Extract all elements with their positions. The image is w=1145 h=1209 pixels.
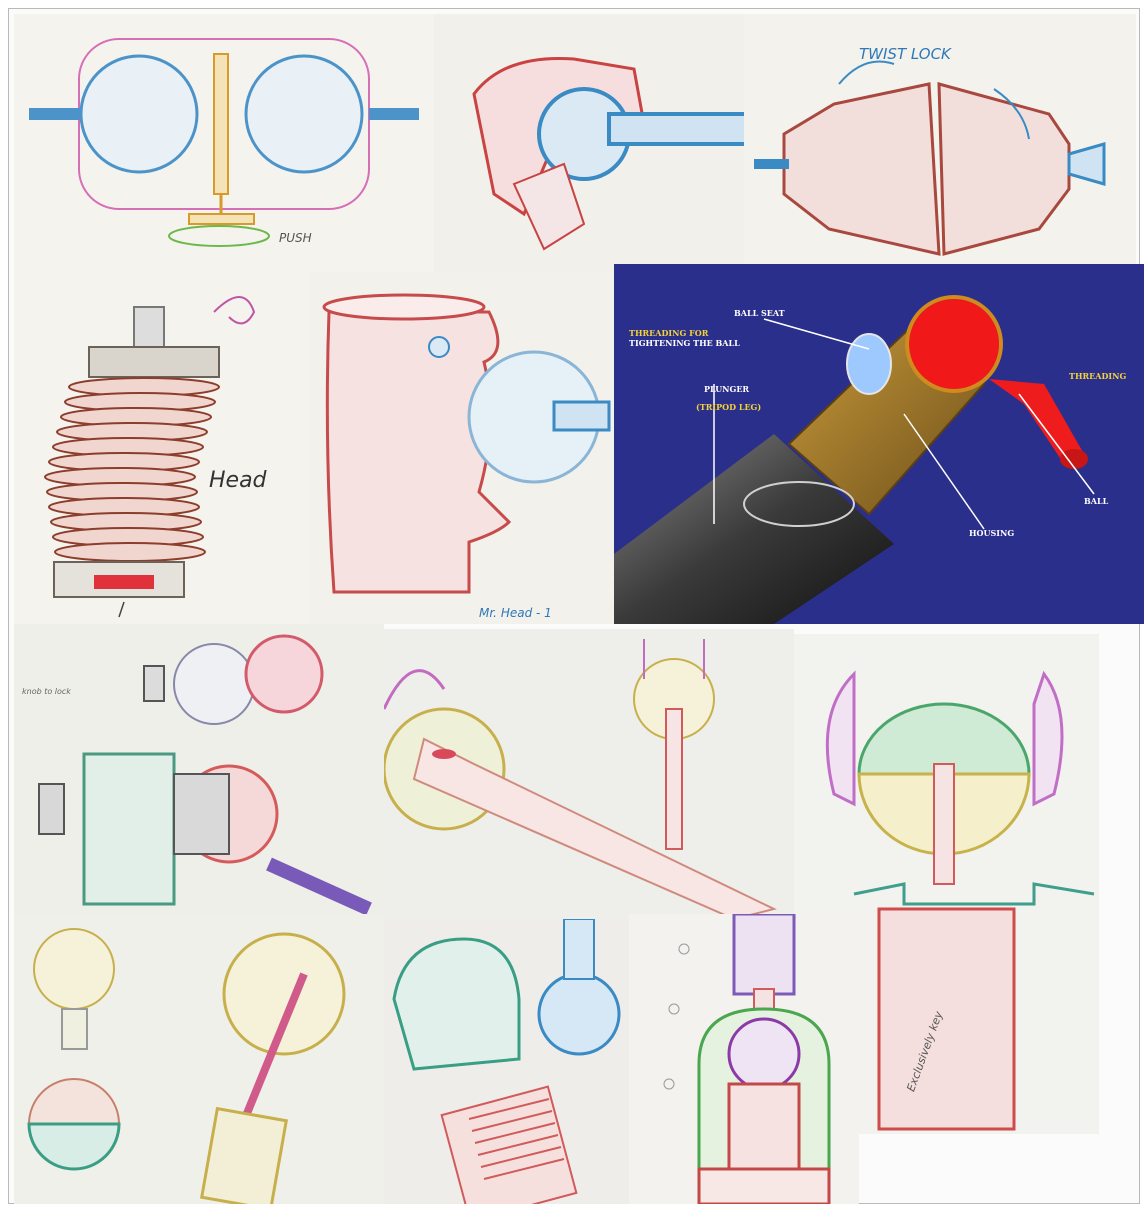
label-plunger: PLUNGER	[704, 384, 749, 394]
mr-head-note: Mr. Head - 1	[479, 606, 552, 620]
sketch-layered-assembly	[629, 914, 859, 1204]
sketch-dual-ball-joint: PUSH	[14, 14, 434, 272]
head-note: Head	[209, 468, 268, 493]
sketch-twist-lock: TWIST LOCK	[744, 14, 1136, 272]
label-tripod-leg: (TRIPOD LEG)	[696, 402, 761, 412]
sketch-split-balls	[14, 914, 384, 1204]
label-ball: BALL	[1084, 496, 1109, 506]
sketch-mr-head: Mr. Head - 1	[309, 272, 614, 624]
sketch-housing-ball	[434, 14, 744, 272]
sketch-knob-clamp: knob to lock	[14, 624, 384, 914]
label-threading-ball-1: THREADING FOR	[629, 328, 709, 338]
label-housing: HOUSING	[969, 528, 1014, 538]
label-threading-ball-2: TIGHTENING THE BALL	[629, 338, 740, 348]
sketch-bellows-head: Head	[14, 272, 309, 624]
side-note: knob to lock	[22, 687, 71, 696]
sketch-finger-thread	[384, 919, 629, 1204]
label-threading: THREADING	[1069, 371, 1126, 381]
collage-frame: PUSH TWIST LOCK	[8, 8, 1140, 1204]
bellows-ring	[55, 543, 205, 561]
cad-render-panel: BALL SEAT THREADING FOR TIGHTENING THE B…	[614, 264, 1144, 624]
push-note: PUSH	[279, 231, 312, 245]
label-ball-seat: BALL SEAT	[734, 308, 785, 318]
sketch-ball-shaft	[384, 629, 794, 919]
twist-lock-note: TWIST LOCK	[859, 45, 952, 63]
